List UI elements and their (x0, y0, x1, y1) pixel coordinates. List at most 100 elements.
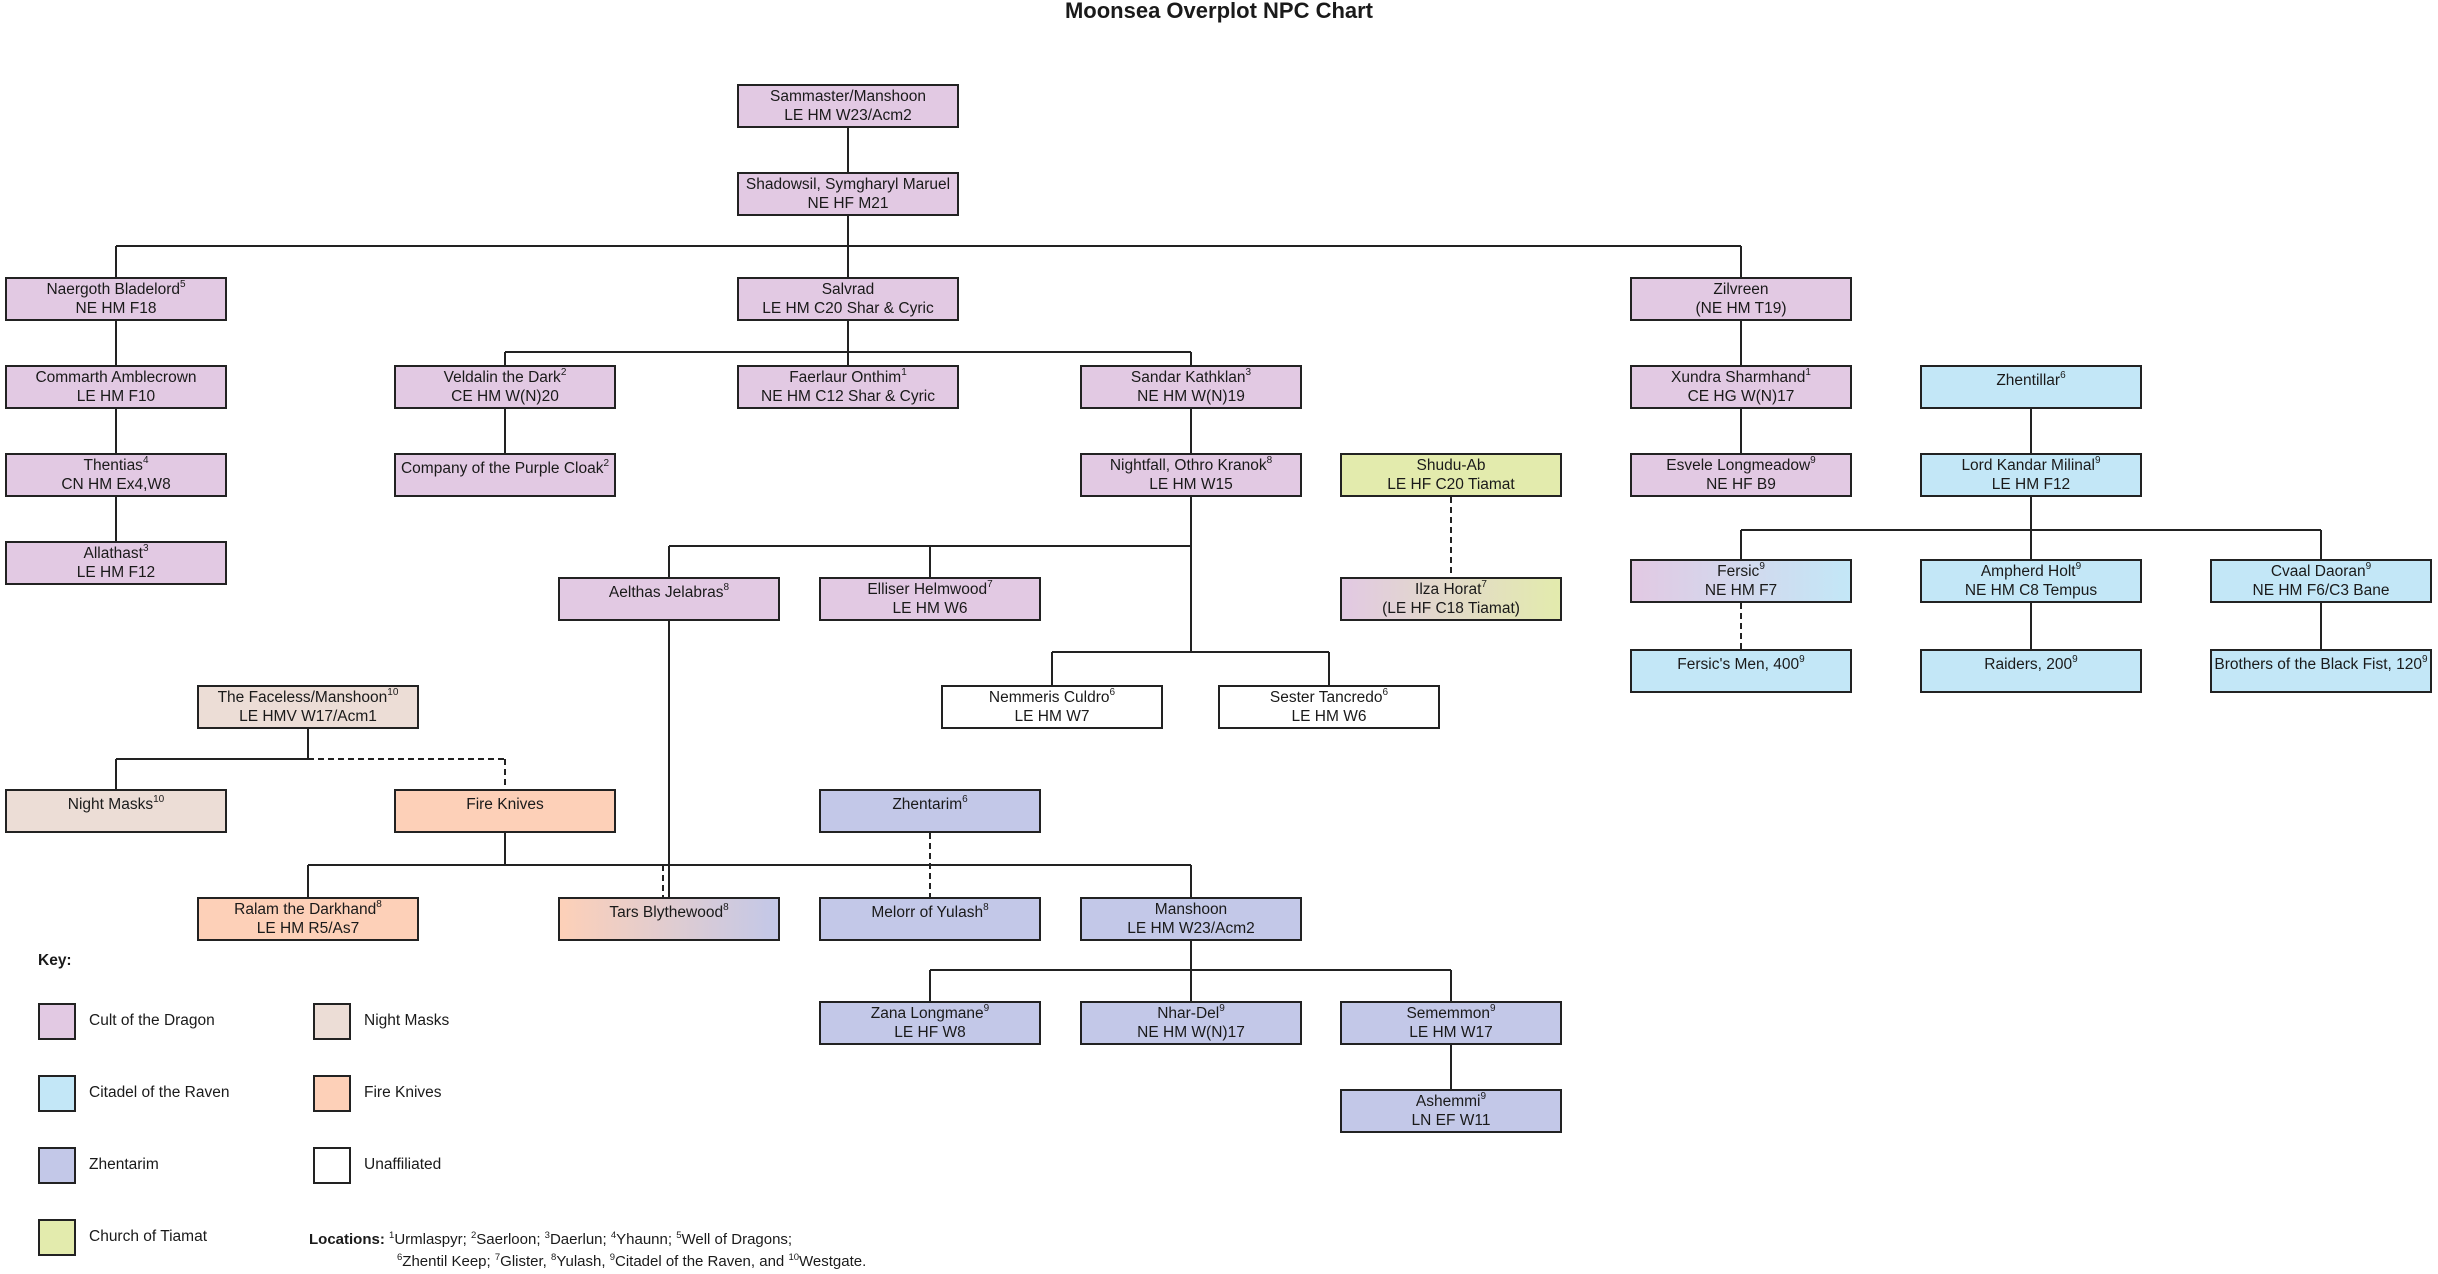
node-stats: LE HM F12 (76, 564, 156, 581)
node-name-text: Ashemmi (1415, 1093, 1481, 1110)
node-footnote: 9 (2094, 454, 2101, 466)
node-stats: NE HM F6/C3 Bane (2252, 582, 2390, 599)
legend-label-citadel-of-the-raven: Citadel of the Raven (89, 1084, 230, 1101)
locations-footnote: Locations: 1Urmlaspyr; 2Saerloon; 3Daerl… (309, 1229, 866, 1273)
legend-swatch-church-of-tiamat (38, 1219, 76, 1256)
node-name-text: Esvele Longmeadow (1666, 457, 1811, 474)
locations-line-2: 6Zhentil Keep; 7Glister, 8Yulash, 9Citad… (309, 1251, 866, 1273)
node-name: Brothers of the Black Fist, 1209 (2214, 653, 2428, 674)
node-name-text: The Faceless/Manshoon (217, 689, 388, 706)
node-name: Commarth Amblecrown (35, 368, 196, 387)
node-ilza-horat: Ilza Horat7(LE HF C18 Tiamat) (1340, 577, 1562, 621)
node-name: Fersic9 (1717, 561, 1765, 581)
node-name-text: Melorr of Yulash (871, 904, 984, 921)
node-footnote: 8 (983, 901, 989, 913)
node-name-text: Sememmon (1406, 1005, 1490, 1022)
node-manshoon: Manshoon LE HM W23/Acm2 (1080, 897, 1302, 941)
node-footnote: 6 (2060, 369, 2066, 381)
node-stats: CE HM W(N)20 (451, 388, 559, 405)
node-name: Sammaster/Manshoon (770, 87, 926, 106)
node-name-text: Night Masks (67, 796, 154, 813)
node-footnote: 2 (560, 366, 567, 378)
node-name-text: Raiders, 200 (1984, 656, 2073, 673)
locations-label: Locations: (309, 1231, 385, 1248)
node-name-text: Manshoon (1154, 901, 1228, 918)
node-stats: NE HM W(N)19 (1137, 388, 1245, 405)
node-footnote: 9 (2422, 653, 2428, 665)
legend-swatch-zhentarim (38, 1147, 76, 1184)
node-name: Nemmeris Culdro6 (988, 687, 1115, 707)
node-stats: LE HF W8 (894, 1024, 966, 1041)
node-footnote: 6 (1382, 686, 1389, 698)
node-night-masks: Night Masks10 (5, 789, 227, 833)
node-name-text: Zhentillar (1996, 372, 2061, 389)
node-footnote: 9 (1219, 1002, 1225, 1014)
location-number: 2 (470, 1230, 477, 1241)
legend-swatch-unaffiliated (313, 1147, 351, 1184)
node-name: Zhentillar6 (1996, 369, 2066, 390)
location-number: 4 (610, 1230, 617, 1241)
node-zhentarim: Zhentarim6 (819, 789, 1041, 833)
node-footnote: 4 (142, 454, 149, 466)
node-stats: LE HM W23/Acm2 (1127, 920, 1255, 937)
node-stats: CN HM Ex4,W8 (61, 476, 171, 493)
node-name: Melorr of Yulash8 (871, 901, 989, 922)
node-name: Fire Knives (466, 795, 544, 814)
node-name-text: Lord Kandar Milinal (1961, 457, 2095, 474)
location-name: Westgate. (799, 1253, 867, 1270)
node-melorr-of-yulash: Melorr of Yulash8 (819, 897, 1041, 941)
node-stats: CE HG W(N)17 (1687, 388, 1795, 405)
node-stats: LE HM W23/Acm2 (784, 107, 912, 124)
node-footnote: 2 (603, 457, 610, 469)
node-stats: LE HM F12 (1991, 476, 2071, 493)
node-stats: LE HM R5/As7 (256, 920, 360, 937)
location-number: 9 (609, 1252, 615, 1263)
node-stats: LE HM W7 (1014, 708, 1090, 725)
node-name-text: Zana Longmane (870, 1005, 984, 1022)
node-esvele-longmeadow: Esvele Longmeadow9 NE HF B9 (1630, 453, 1852, 497)
node-stats: NE HF B9 (1706, 476, 1776, 493)
node-name: Veldalin the Dark2 (444, 366, 567, 387)
node-name-text: Aelthas Jelabras (608, 584, 724, 601)
location-name: Daerlun; (549, 1231, 611, 1248)
node-name-text: Nemmeris Culdro (988, 689, 1110, 706)
node-name: Sememmon9 (1406, 1003, 1495, 1023)
legend-swatch-night-masks (313, 1003, 351, 1040)
node-footnote: 1 (901, 366, 907, 378)
node-stats: LE HM W6 (1291, 708, 1367, 725)
node-name-text: Allathast (83, 545, 143, 562)
node-stats: LE HMV W17/Acm1 (239, 708, 377, 725)
node-footnote: 6 (962, 793, 968, 805)
node-stats: NE HM F18 (75, 300, 157, 317)
location-number: 5 (676, 1230, 682, 1241)
node-stats: NE HM C12 Shar & Cyric (761, 388, 935, 405)
node-name: Night Masks10 (67, 793, 165, 814)
node-stats: NE HF M21 (807, 195, 889, 212)
location-name: Urmlaspyr; (394, 1231, 471, 1248)
legend-swatch-citadel-of-the-raven (38, 1075, 76, 1112)
node-footnote: 9 (1810, 454, 1816, 466)
node-name: Ilza Horat7 (1415, 579, 1487, 599)
legend-label-zhentarim: Zhentarim (89, 1156, 159, 1173)
node-name: Nightfall, Othro Kranok8 (1110, 455, 1272, 475)
node-name: Shadowsil, Symgharyl Maruel (746, 175, 950, 194)
node-footnote: 10 (153, 793, 165, 805)
node-name: Xundra Sharmhand1 (1671, 367, 1811, 387)
legend-label-night-masks: Night Masks (364, 1012, 450, 1029)
location-number: 8 (551, 1252, 557, 1263)
locations-line-1: Locations: 1Urmlaspyr; 2Saerloon; 3Daerl… (309, 1229, 866, 1251)
node-stats: NE HM F7 (1704, 582, 1778, 599)
node-name: Ashemmi9 (1415, 1091, 1486, 1111)
